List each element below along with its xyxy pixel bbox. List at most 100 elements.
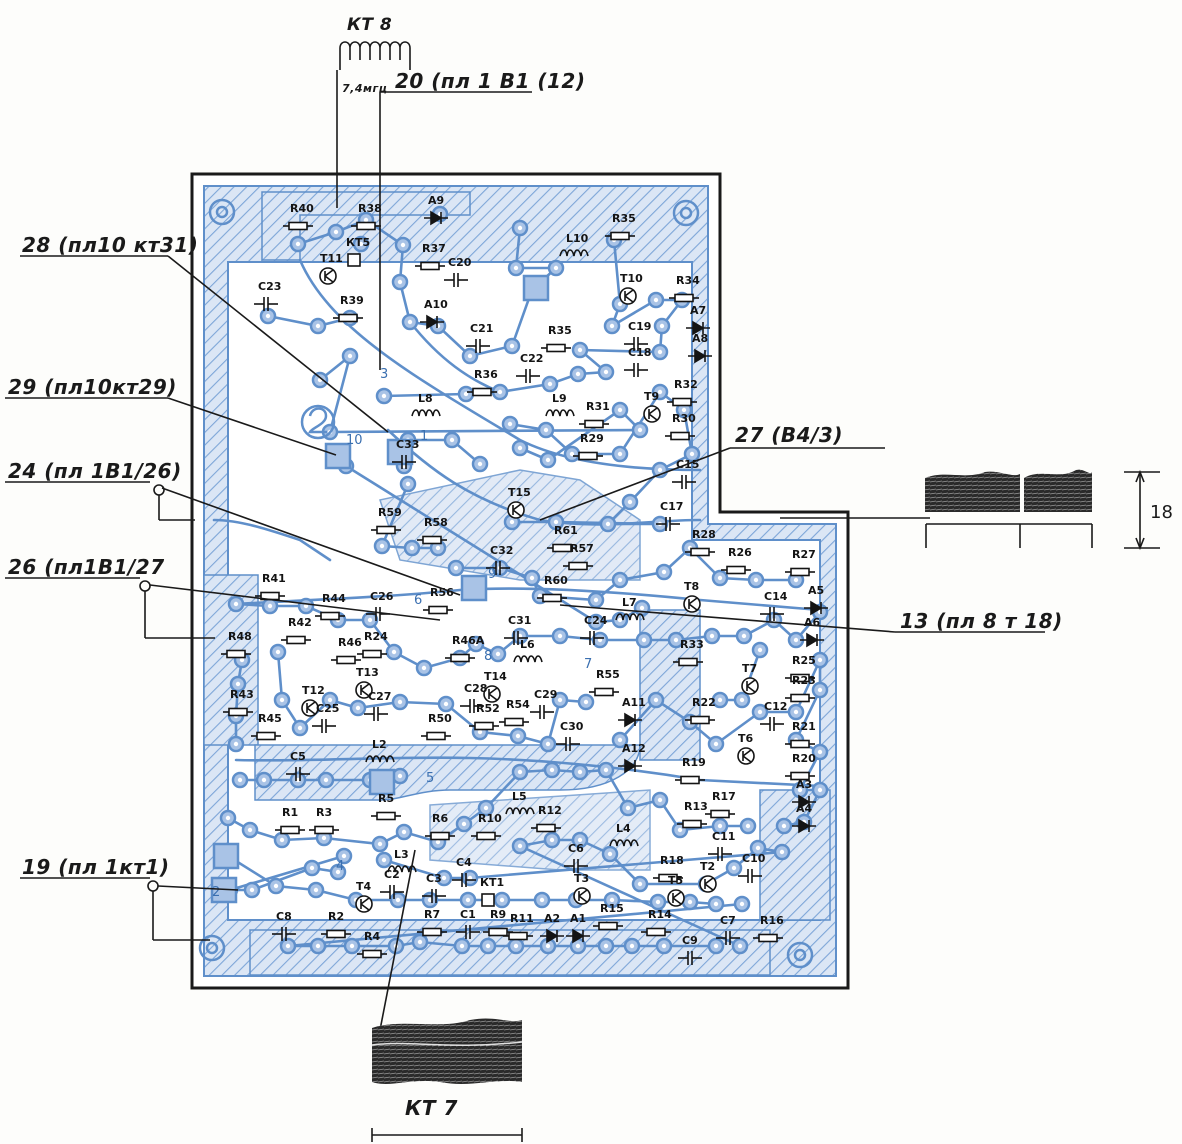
component-ref: R35 (612, 212, 636, 225)
component-body (319, 267, 337, 285)
component-body (456, 925, 480, 939)
component-body (615, 613, 645, 621)
pad-hole (603, 943, 609, 949)
component-body (656, 517, 680, 531)
pad-hole (261, 777, 267, 783)
pad-hole (355, 705, 361, 711)
component-body (424, 210, 448, 226)
pad-hole (657, 389, 663, 395)
component-ref: L8 (418, 392, 433, 405)
component-body (417, 535, 447, 545)
component-body (708, 847, 732, 861)
component-body (513, 655, 543, 663)
component-body (563, 561, 593, 571)
component-ref: R26 (728, 546, 752, 559)
component-ref: R50 (428, 712, 452, 725)
pad-hole (517, 769, 523, 775)
component-body (792, 818, 816, 834)
component-body (785, 771, 815, 781)
component-body (580, 631, 604, 645)
pad-hole (617, 617, 623, 623)
component-body (792, 794, 816, 810)
component-symbols (221, 210, 828, 965)
component-ref: R13 (684, 800, 708, 813)
trace (382, 238, 685, 398)
pad-number: 4 (336, 859, 344, 874)
component-body (355, 895, 373, 913)
component-ref: R39 (340, 294, 364, 307)
component-ref: С10 (742, 852, 766, 865)
component-ref: R61 (554, 524, 578, 537)
pad-hole (739, 901, 745, 907)
component-body (421, 731, 451, 741)
component-body (357, 649, 387, 659)
component-ref: С1 (460, 908, 476, 921)
component-body (272, 927, 296, 941)
component-ref: С11 (712, 830, 735, 843)
pad-hole (549, 837, 555, 843)
component-ref: R48 (228, 630, 252, 643)
bus-trace (298, 258, 702, 472)
component-ref: А1 (570, 912, 586, 925)
component-ref: L6 (520, 638, 535, 651)
pad-hole (713, 943, 719, 949)
component-body (541, 343, 571, 353)
pad-hole (557, 697, 563, 703)
component-body (420, 314, 444, 330)
pad-hole (657, 349, 663, 355)
pad-hole (661, 943, 667, 949)
component-ref: L9 (552, 392, 567, 405)
component-ref: С14 (764, 590, 788, 603)
pad-hole (427, 897, 433, 903)
pad-hole (689, 451, 695, 457)
pad-hole (797, 787, 803, 793)
component-body (364, 707, 388, 721)
pad-hole (377, 841, 383, 847)
component-ref: С18 (628, 346, 651, 359)
pad-hole (653, 697, 659, 703)
component-body (785, 739, 815, 749)
component-ref: R25 (792, 654, 816, 667)
component-body (504, 631, 528, 645)
pad-hole (575, 943, 581, 949)
pad-hole (545, 943, 551, 949)
circled-marker (300, 404, 336, 440)
component-body (331, 655, 361, 665)
pad-hole (605, 521, 611, 527)
trace (380, 482, 440, 550)
component-body (738, 869, 762, 883)
pad-number: 8 (484, 649, 492, 664)
component-body (507, 501, 525, 519)
component-ref: С30 (560, 720, 584, 733)
pad-hole (315, 323, 321, 329)
component-ref: С32 (490, 544, 513, 557)
ground-region-right (639, 609, 701, 761)
leader-lines (5, 41, 1160, 1142)
component-ref: С7 (720, 914, 736, 927)
component-body (673, 657, 703, 667)
callout-24: 24 (пл 1В1/26) (8, 459, 182, 483)
pad-hole (483, 805, 489, 811)
pad-number: 5 (426, 771, 434, 786)
pad-hole (781, 823, 787, 829)
pad-hole (717, 823, 723, 829)
pad-hole (517, 843, 523, 849)
component-body (559, 249, 589, 257)
component-ref: R2 (328, 910, 344, 923)
component-body (675, 775, 705, 785)
pad-hole (459, 943, 465, 949)
pad-hole (275, 649, 281, 655)
pad-hole (313, 887, 319, 893)
circled-marker-glyph (307, 407, 328, 434)
pad-hole (499, 897, 505, 903)
component-ref: А10 (424, 298, 448, 311)
pad-hole (443, 701, 449, 707)
component-body (321, 929, 351, 939)
pad-hole (583, 699, 589, 705)
component-ref: R35 (548, 324, 572, 337)
pad-hole (607, 851, 613, 857)
pad-hole (593, 597, 599, 603)
component-body (605, 231, 635, 241)
pad-hole (449, 437, 455, 443)
pad-number: 2 (212, 885, 220, 900)
